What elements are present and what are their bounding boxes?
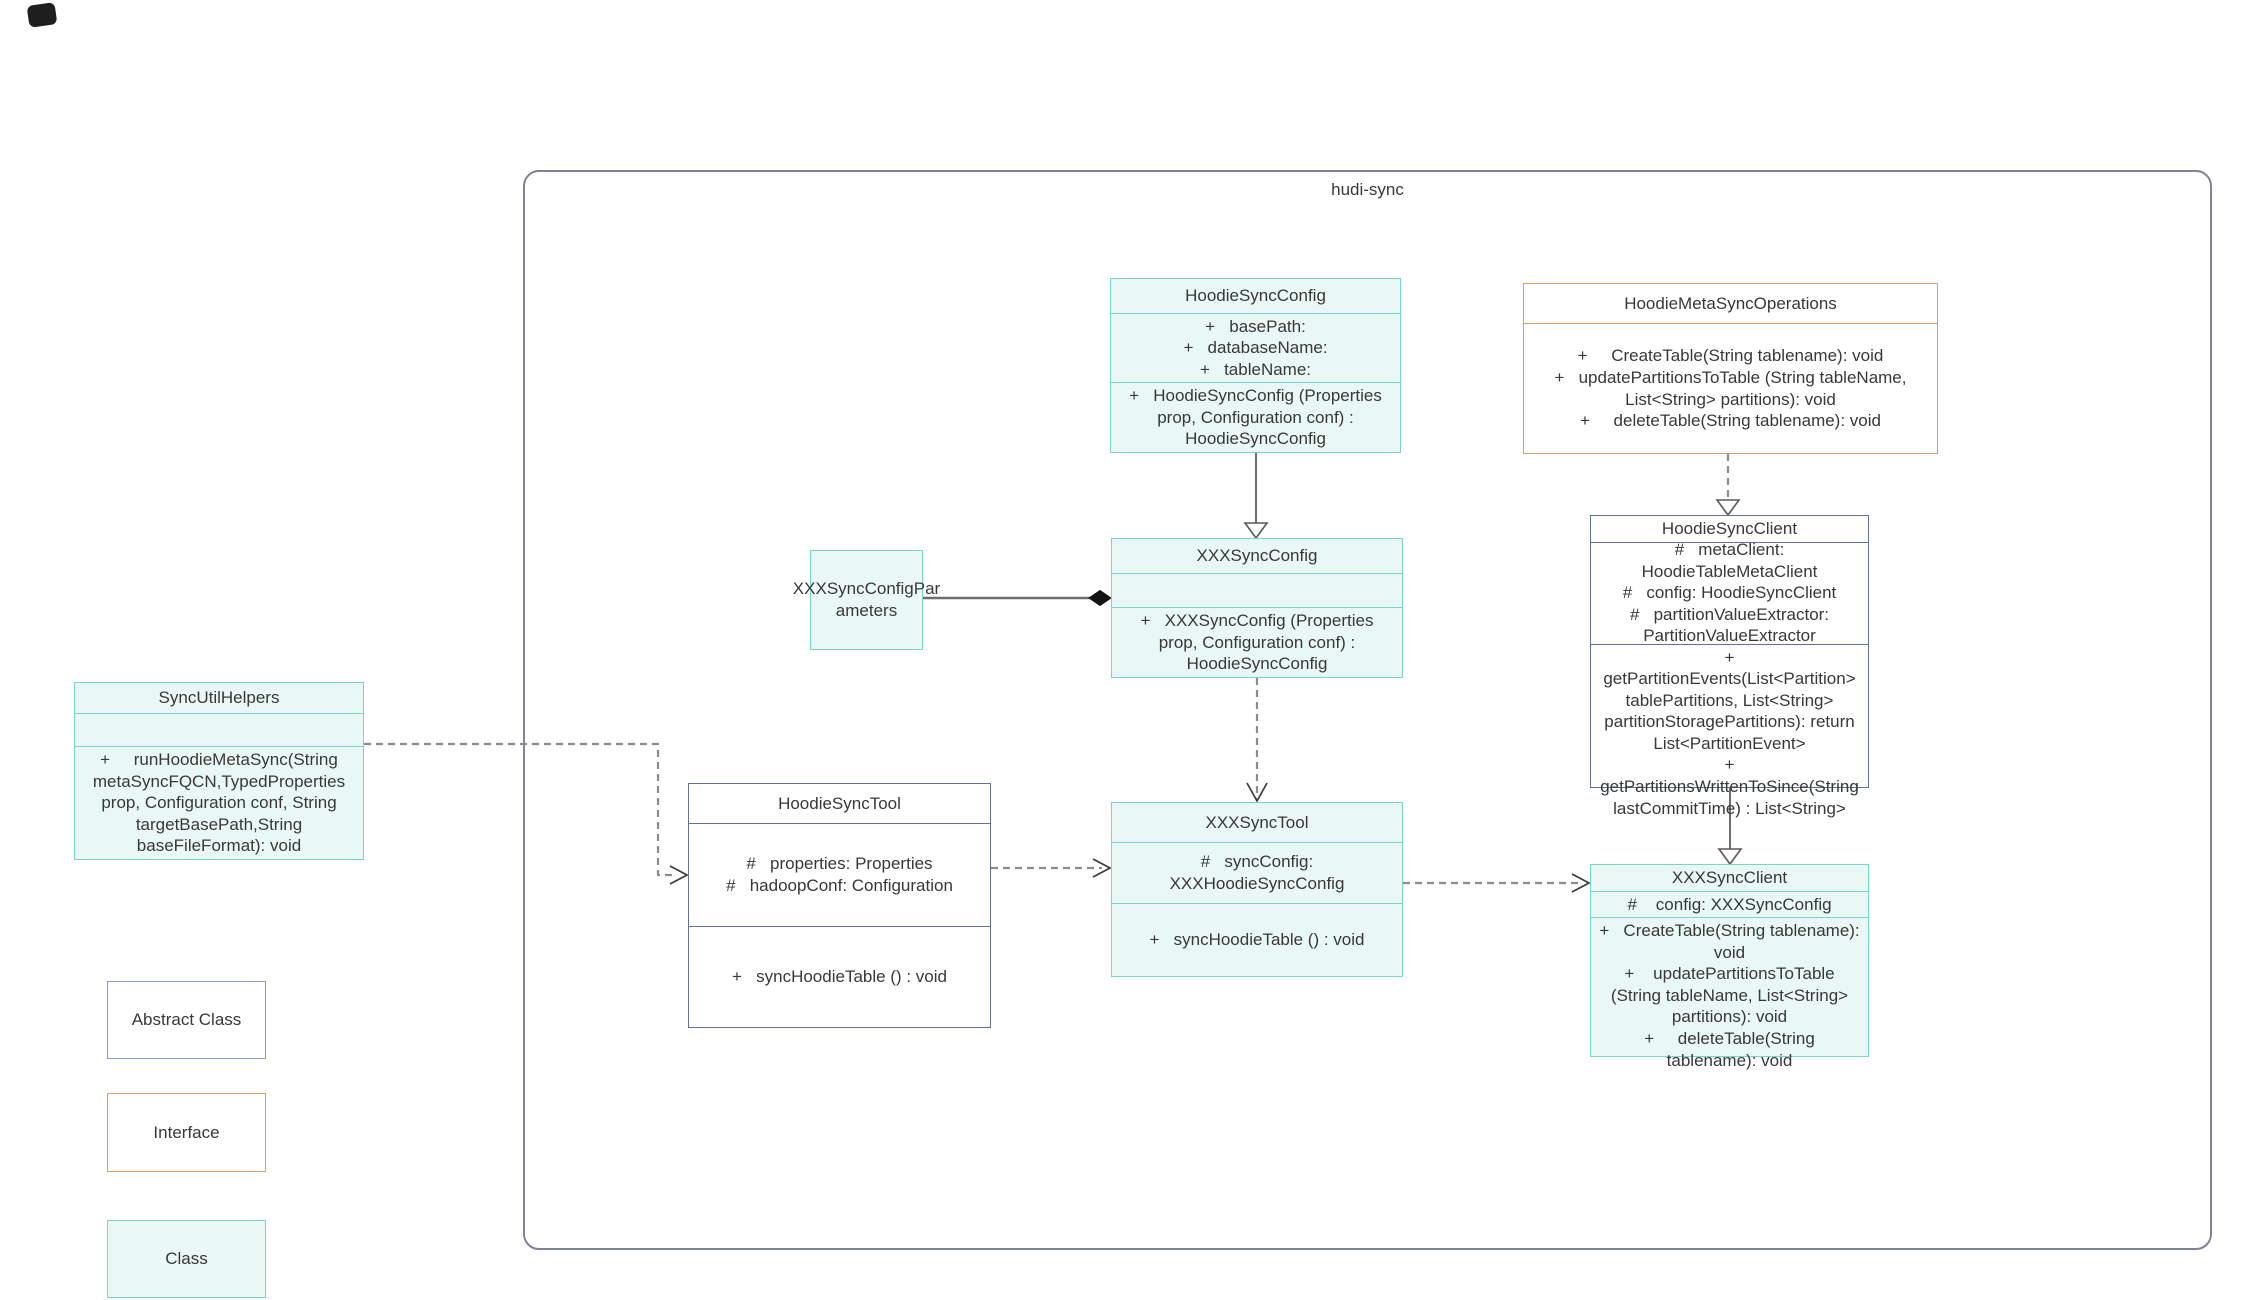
class-methods: + syncHoodieTable () : void <box>732 967 947 987</box>
hudi-sync-container-frame <box>523 170 2212 1250</box>
class-attributes: # syncConfig: XXXHoodieSyncConfig <box>1112 843 1402 904</box>
legend-class-label: Class <box>165 1249 208 1269</box>
class-title: XXXSyncConfig <box>1112 539 1402 574</box>
class-methods: + CreateTable(String tablename): void + … <box>1599 921 1860 1070</box>
legend-class: Class <box>107 1220 266 1298</box>
abstract-class-box-hoodiesyncclient: HoodieSyncClient # metaClient: HoodieTab… <box>1590 515 1869 818</box>
class-attributes: # properties: Properties # hadoopConf: C… <box>689 824 990 927</box>
class-box-xxxsyncconfigparameters: XXXSyncConfigPar ameters <box>792 550 941 650</box>
class-methods: + syncHoodieTable () : void <box>1149 930 1365 950</box>
class-title: XXXSyncClient <box>1591 865 1868 892</box>
unknown-corner-mark <box>26 2 58 28</box>
class-attributes: # metaClient: HoodieTableMetaClient # co… <box>1591 540 1868 645</box>
class-box-hoodiesyncconfig: HoodieSyncConfig + basePath: + databaseN… <box>1110 278 1401 453</box>
class-title: HoodieSyncClient <box>1591 516 1868 543</box>
legend-abstract-class-label: Abstract Class <box>131 1010 242 1030</box>
class-title: XXXSyncConfigPar ameters <box>792 579 941 620</box>
interface-box-hoodiemetasyncoperations: HoodieMetaSyncOperations + CreateTable(S… <box>1523 283 1938 454</box>
class-attributes: # config: XXXSyncConfig <box>1591 892 1868 919</box>
class-box-syncutilhelpers: SyncUtilHelpers + runHoodieMetaSync(Stri… <box>74 682 364 860</box>
class-methods: + HoodieSyncConfig (Properties prop, Con… <box>1129 386 1387 449</box>
abstract-class-box-hoodiesynctool: HoodieSyncTool # properties: Properties … <box>688 783 991 1028</box>
class-box-xxxsynctool: XXXSyncTool # syncConfig: XXXHoodieSyncC… <box>1111 802 1403 977</box>
class-methods: + getPartitionEvents(List<Partition> tab… <box>1600 647 1859 818</box>
class-title: HoodieSyncConfig <box>1111 279 1400 314</box>
legend-abstract-class: Abstract Class <box>107 981 266 1059</box>
class-title: XXXSyncTool <box>1112 803 1402 843</box>
legend-interface-label: Interface <box>153 1122 220 1142</box>
class-attributes <box>1112 574 1402 609</box>
class-methods: + XXXSyncConfig (Properties prop, Config… <box>1140 611 1379 674</box>
class-title: SyncUtilHelpers <box>75 683 363 714</box>
class-title: HoodieSyncTool <box>689 784 990 824</box>
class-attributes <box>75 714 363 748</box>
class-attributes: + basePath: + databaseName: + tableName: <box>1111 314 1400 384</box>
interface-title: HoodieMetaSyncOperations <box>1524 284 1937 324</box>
class-box-xxxsyncclient: XXXSyncClient # config: XXXSyncConfig + … <box>1590 864 1869 1070</box>
class-box-xxxsyncconfig: XXXSyncConfig + XXXSyncConfig (Propertie… <box>1111 538 1403 678</box>
hudi-sync-container-label: hudi-sync <box>1331 180 1404 199</box>
interface-methods: + CreateTable(String tablename): void + … <box>1554 346 1907 431</box>
class-methods: + runHoodieMetaSync(String metaSyncFQCN,… <box>92 750 350 856</box>
legend-interface: Interface <box>107 1093 266 1172</box>
